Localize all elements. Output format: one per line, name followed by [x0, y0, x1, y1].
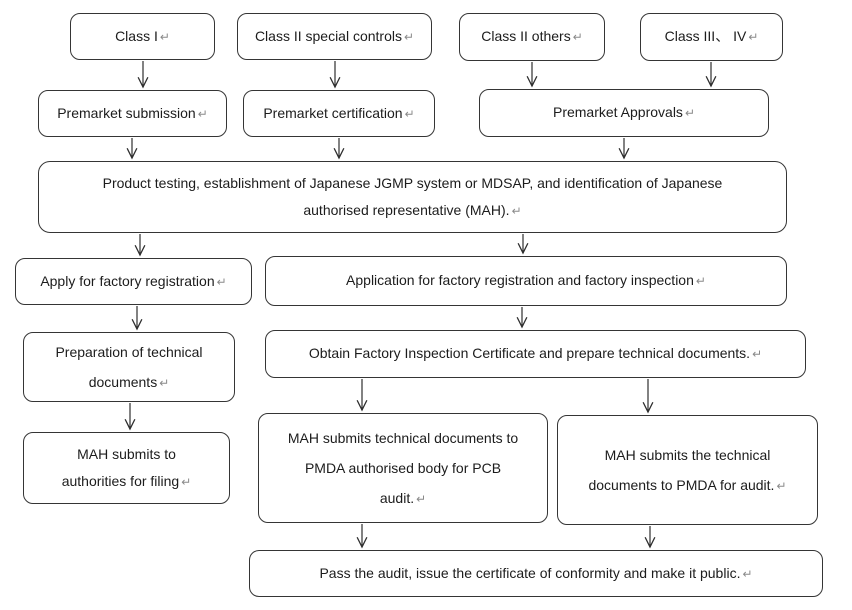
paragraph-return-icon: ↵ — [748, 30, 759, 44]
paragraph-return-icon: ↵ — [776, 478, 787, 493]
paragraph-return-icon: ↵ — [404, 106, 415, 121]
node-class-i: Class I↵ — [70, 13, 215, 60]
paragraph-return-icon: ↵ — [416, 491, 427, 506]
node-pass-audit-certificate-public: Pass the audit, issue the certificate of… — [249, 550, 823, 597]
node-premarket-approvals: Premarket Approvals↵ — [479, 89, 769, 137]
node-label: MAH submits technical documents to PMDA … — [287, 429, 519, 506]
node-label: Premarket Approvals — [552, 104, 683, 120]
paragraph-return-icon: ↵ — [695, 274, 706, 288]
node-class-ii-others: Class II others↵ — [459, 13, 605, 61]
paragraph-return-icon: ↵ — [752, 347, 763, 361]
node-premarket-submission: Premarket submission↵ — [38, 90, 227, 137]
node-label: MAH submits to authorities for filing — [61, 445, 180, 489]
node-class-iii-iv: Class III、 IV↵ — [640, 13, 783, 61]
paragraph-return-icon: ↵ — [181, 474, 192, 489]
node-label: Class II others — [481, 28, 571, 44]
node-label: Product testing, establishment of Japane… — [102, 174, 723, 218]
paragraph-return-icon: ↵ — [404, 29, 415, 44]
node-label: Class II special controls — [254, 27, 402, 44]
node-label: Application for factory registration and… — [346, 272, 694, 288]
node-label: Class III、 IV — [664, 28, 747, 44]
paragraph-return-icon: ↵ — [572, 30, 583, 44]
node-mah-submits-authorities-filing: MAH submits to authorities for filing↵ — [23, 432, 230, 504]
node-label: MAH submits the technical documents to P… — [588, 446, 775, 493]
node-label: Preparation of technical documents — [55, 343, 203, 390]
paragraph-return-icon: ↵ — [511, 203, 522, 218]
node-label: Obtain Factory Inspection Certificate an… — [308, 345, 751, 361]
paragraph-return-icon: ↵ — [216, 274, 227, 289]
paragraph-return-icon: ↵ — [197, 106, 208, 121]
node-mah-submits-pcb-audit: MAH submits technical documents to PMDA … — [258, 413, 548, 523]
node-label: Premarket submission — [57, 104, 196, 121]
node-preparation-technical-documents: Preparation of technical documents↵ — [23, 332, 235, 402]
node-apply-factory-registration: Apply for factory registration↵ — [15, 258, 252, 305]
node-application-factory-registration-inspection: Application for factory registration and… — [265, 256, 787, 306]
node-label: Class I — [115, 27, 158, 44]
node-label: Premarket certification — [263, 104, 403, 121]
node-premarket-certification: Premarket certification↵ — [243, 90, 435, 137]
paragraph-return-icon: ↵ — [684, 106, 695, 120]
node-product-testing-jgmp-mdsap-mah: Product testing, establishment of Japane… — [38, 161, 787, 233]
node-mah-submits-pmda-audit: MAH submits the technical documents to P… — [557, 415, 818, 525]
node-class-ii-special-controls: Class II special controls↵ — [237, 13, 432, 60]
node-obtain-factory-inspection-certificate: Obtain Factory Inspection Certificate an… — [265, 330, 806, 378]
paragraph-return-icon: ↵ — [159, 29, 170, 44]
paragraph-return-icon: ↵ — [742, 566, 753, 581]
node-label: Apply for factory registration — [40, 272, 215, 289]
node-label: Pass the audit, issue the certificate of… — [319, 564, 741, 581]
paragraph-return-icon: ↵ — [159, 375, 170, 390]
